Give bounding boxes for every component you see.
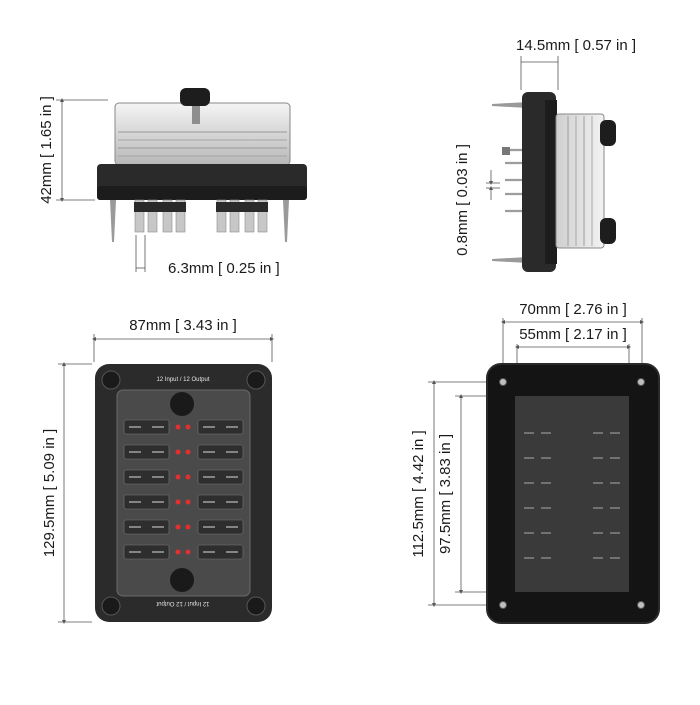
- top-panel-top-text: 12 Input / 12 Output: [156, 377, 209, 383]
- top-corner-screws: [101, 370, 266, 616]
- bottom-inner-length-label: 97.5mm [ 3.83 in ]: [437, 434, 454, 554]
- front-height-label: 42mm [ 1.65 in ]: [38, 96, 55, 204]
- front-knob: [180, 88, 210, 106]
- top-width-label: 87mm [ 3.43 in ]: [129, 317, 237, 334]
- top-knob-bottom: [170, 568, 194, 592]
- bottom-view: 70mm [ 2.76 in ] 55mm [ 2.17 in ] 112.5m…: [410, 301, 660, 624]
- side-thickness-label: 0.8mm [ 0.03 in ]: [454, 144, 471, 256]
- front-terminal-label: 6.3mm [ 0.25 in ]: [168, 260, 280, 277]
- bottom-terminal-marks: [524, 432, 620, 559]
- bottom-corner-screws: [499, 378, 645, 609]
- front-view: 42mm [ 1.65 in ] 6.3mm [ 0.25 in ]: [38, 88, 307, 277]
- top-view: 87mm [ 3.43 in ] 129.5mm [ 5.09 in ] 12 …: [41, 317, 274, 624]
- bottom-outer-width-label: 70mm [ 2.76 in ]: [519, 301, 627, 318]
- bottom-panel: [515, 396, 629, 592]
- top-knob-top: [170, 392, 194, 416]
- top-led-indicators: [175, 424, 191, 555]
- top-fuse-rows: [123, 419, 244, 560]
- side-knob-top: [600, 120, 616, 146]
- side-cover: [555, 113, 605, 249]
- top-panel-bottom-text: 12 Input / 12 Output: [156, 600, 209, 606]
- side-view: 14.5mm [ 0.57 in ] 0.8mm [: [454, 37, 636, 272]
- front-terminals: [134, 199, 268, 233]
- top-panel: [116, 389, 251, 597]
- top-length-label: 129.5mm [ 5.09 in ]: [41, 429, 58, 557]
- side-depth-label: 14.5mm [ 0.57 in ]: [516, 37, 636, 54]
- bottom-inner-width-label: 55mm [ 2.17 in ]: [519, 326, 627, 343]
- bottom-outer-length-label: 112.5mm [ 4.42 in ]: [410, 430, 427, 557]
- side-knob-bottom: [600, 218, 616, 244]
